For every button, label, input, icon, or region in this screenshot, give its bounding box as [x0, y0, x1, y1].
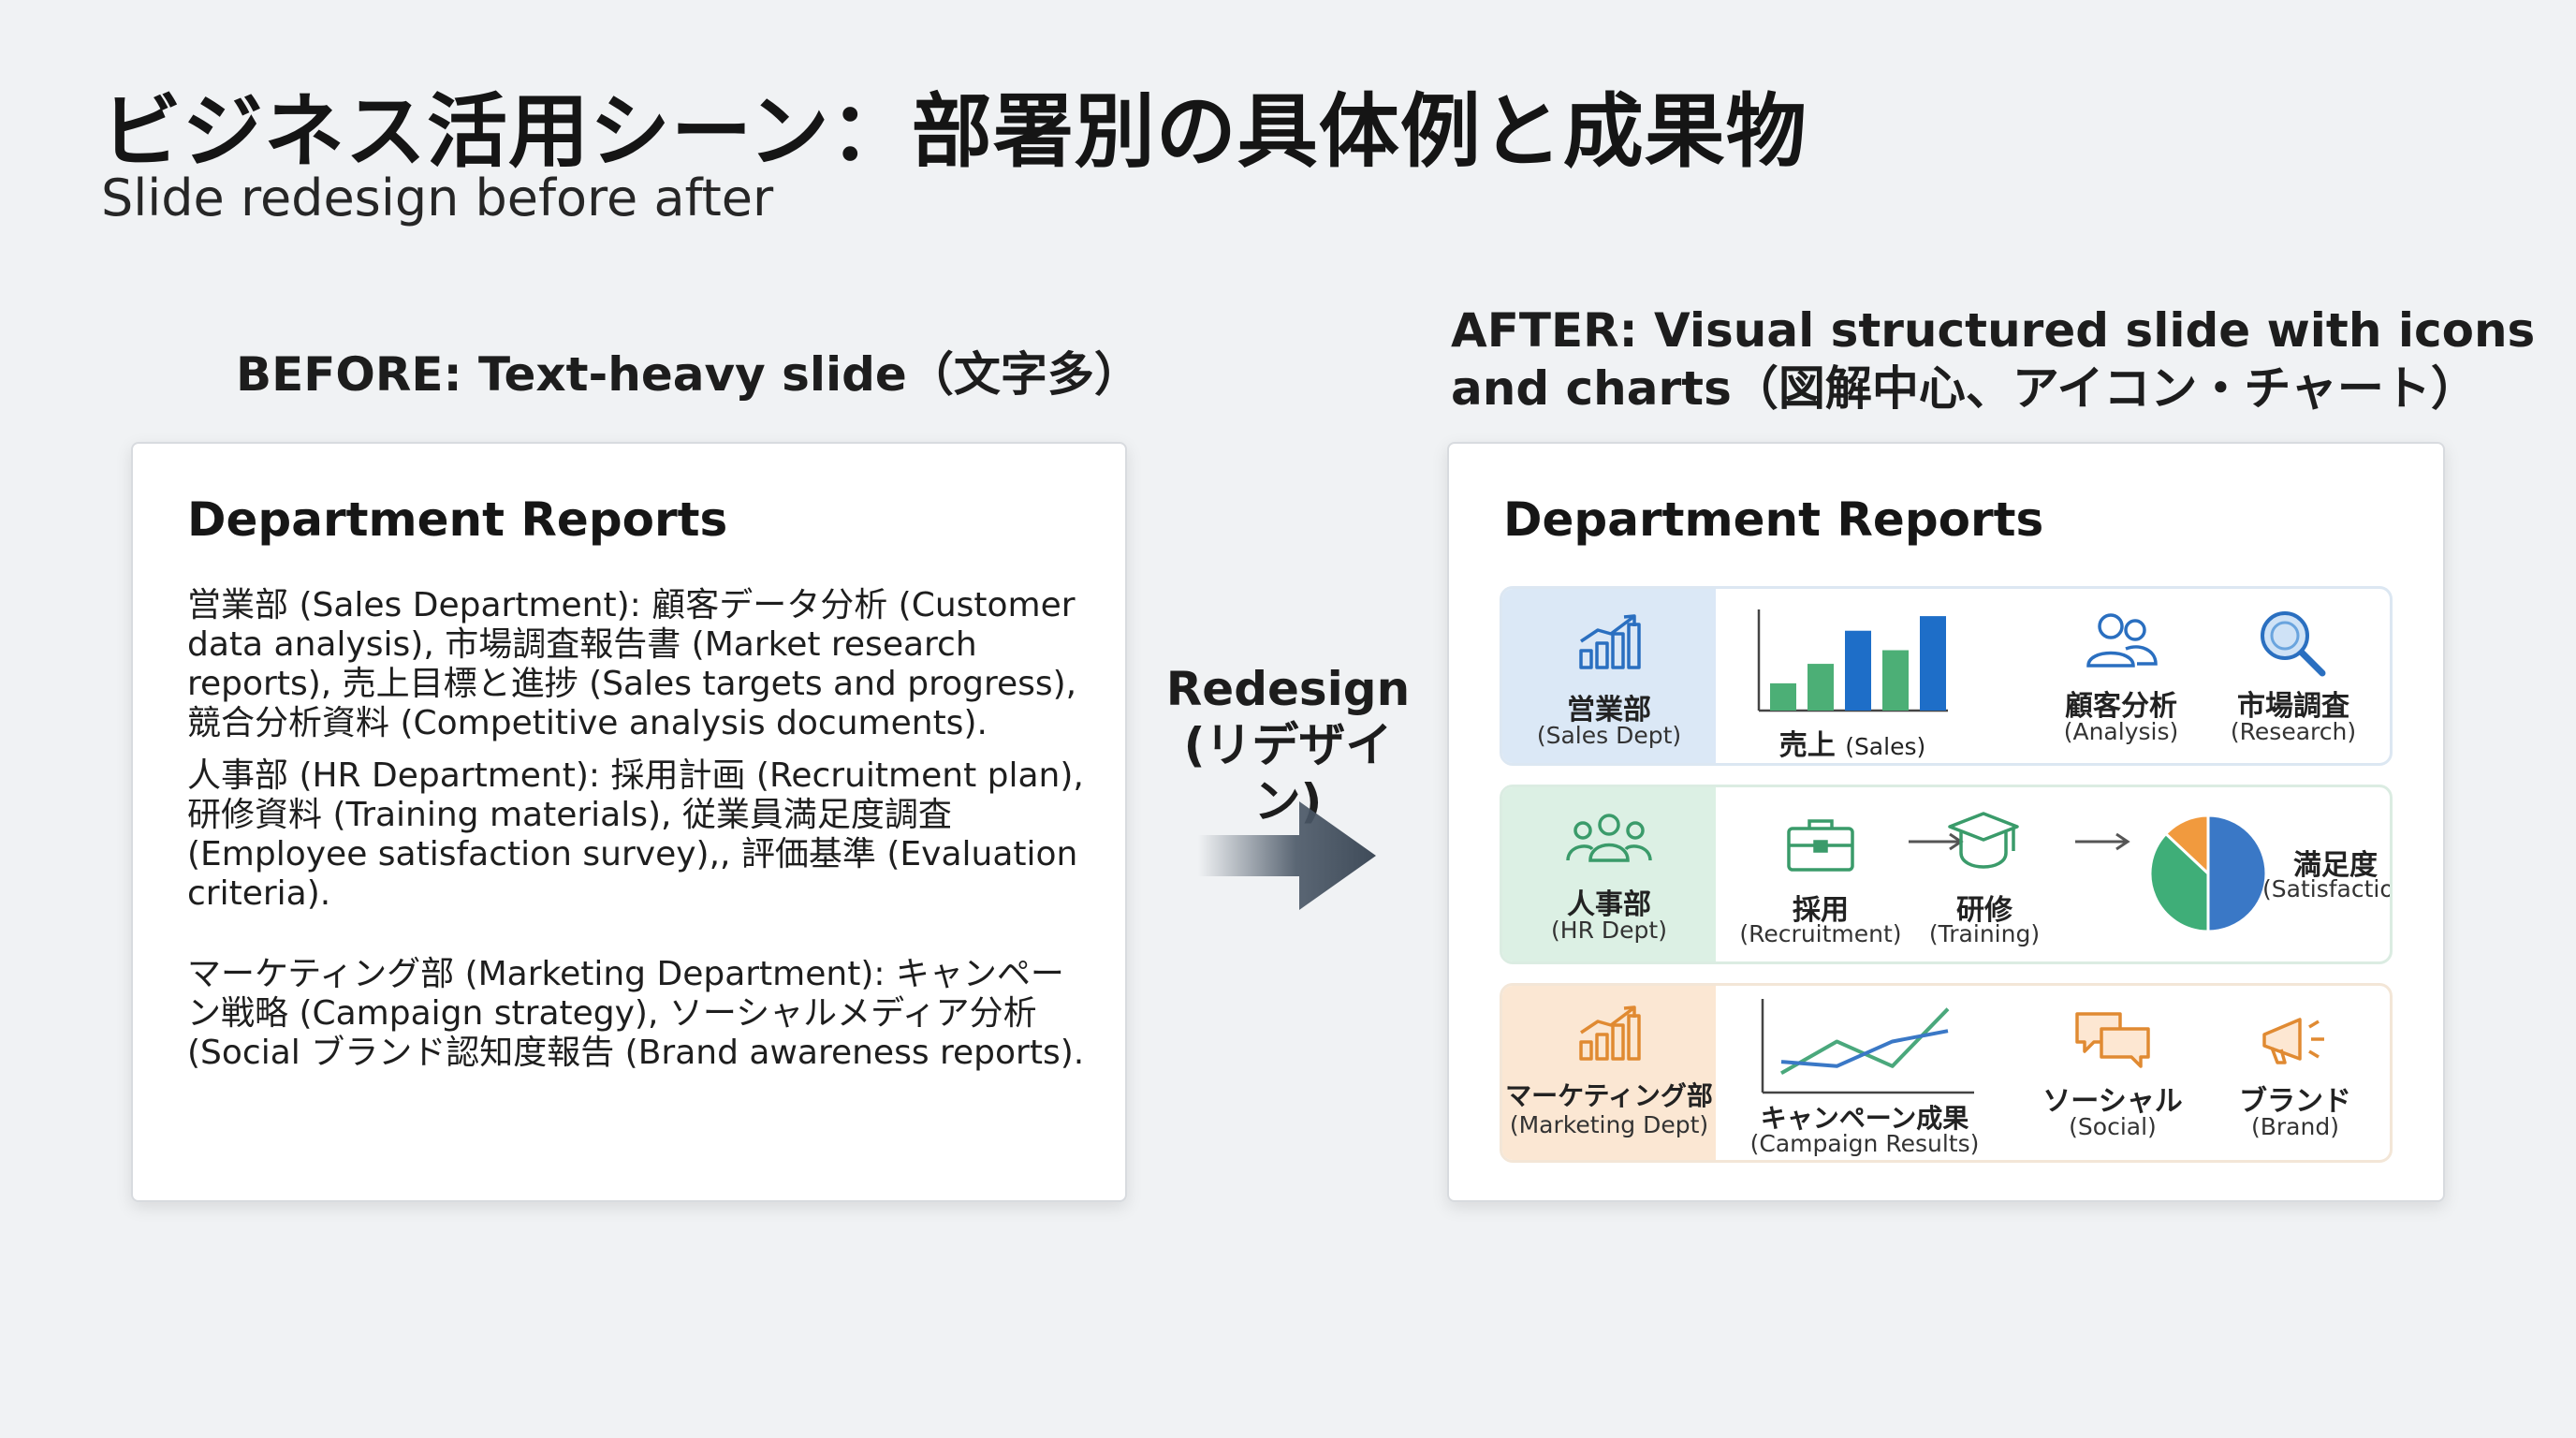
hr-item2-en: (Training): [1928, 920, 2041, 947]
hr-dept-en: (HR Dept): [1551, 917, 1667, 944]
marketing-item2-en: (Brand): [2251, 1113, 2339, 1140]
redesign-label: Redesign (リデザイン): [1157, 661, 1419, 829]
growth-chart-icon: [1579, 614, 1641, 669]
after-slide: Department Reports 営業部 (Sales Dept) 売上 (…: [1447, 442, 2445, 1202]
sales-chart-ja: 売上: [1778, 729, 1836, 762]
sales-dept-en: (Sales Dept): [1536, 722, 1682, 749]
sales-item2-en: (Research): [2230, 718, 2357, 745]
bar-4: [1882, 650, 1909, 711]
hr-item2-label: 研修: [1956, 894, 2012, 927]
after-label: AFTER: Visual structured slide with icon…: [1451, 303, 2536, 416]
arrow-right-icon: [2075, 832, 2130, 851]
right-arrow-icon: [1198, 801, 1376, 910]
bar-2: [1808, 664, 1834, 711]
sales-chart-en: (Sales): [1845, 733, 1926, 760]
redesign-label-ja: (リデザイン): [1183, 718, 1393, 829]
before-text-block: 営業部 (Sales Department): 顧客データ分析 (Custome…: [187, 586, 1086, 1073]
hr-row-header: 人事部 (HR Dept): [1502, 787, 1716, 961]
marketing-chart-label: キャンペーン成果: [1760, 1103, 1969, 1134]
hr-chart-en: (Satisfaction): [2262, 875, 2393, 902]
before-card-title: Department Reports: [187, 492, 728, 547]
megaphone-icon: [2262, 1018, 2324, 1064]
before-para-sales: 営業部 (Sales Department): 顧客データ分析 (Custome…: [187, 586, 1077, 742]
pie-slice-2: [2148, 831, 2210, 933]
marketing-dept-label: マーケティング部: [1505, 1080, 1713, 1111]
pie-slice-3: [2163, 814, 2210, 877]
growth-chart-icon: [1579, 1005, 1641, 1061]
marketing-item2-label: ブランド: [2239, 1085, 2351, 1118]
campaign-line-chart: [1761, 999, 1974, 1094]
hr-item1-en: (Recruitment): [1739, 920, 1902, 947]
briefcase-icon: [1787, 819, 1854, 872]
bar-5: [1920, 616, 1946, 711]
magnifier-icon: [2261, 611, 2326, 677]
bar-1: [1770, 682, 1796, 711]
marketing-row: マーケティング部 (Marketing Dept) キャンペーン成果 (Camp…: [1500, 983, 2393, 1163]
sales-item2-label: 市場調査: [2237, 690, 2349, 723]
redesign-label-en: Redesign: [1165, 662, 1411, 716]
marketing-item1-en: (Social): [2069, 1113, 2157, 1140]
sales-row-header: 営業部 (Sales Dept): [1502, 589, 1716, 763]
before-slide: Department Reports 営業部 (Sales Department…: [131, 442, 1127, 1202]
marketing-dept-en: (Marketing Dept): [1509, 1111, 1709, 1138]
bar-3: [1845, 630, 1871, 711]
hr-dept-label: 人事部: [1567, 888, 1651, 921]
users-icon: [2086, 613, 2158, 668]
before-label: BEFORE: Text-heavy slide（文字多）: [236, 347, 1141, 402]
marketing-chart-en: (Campaign Results): [1749, 1130, 1980, 1157]
after-card-title: Department Reports: [1503, 492, 2044, 547]
slide-title: ビジネス活用シーン：部署別の具体例と成果物: [101, 85, 1808, 179]
chat-bubbles-icon: [2075, 1012, 2150, 1068]
sales-bar-chart: [1757, 609, 1948, 712]
before-para-hr: 人事部 (HR Department): 採用計画 (Recruitment p…: [187, 756, 1084, 913]
satisfaction-pie-chart: [2148, 814, 2268, 933]
sales-dept-label: 営業部: [1567, 694, 1651, 726]
slide-subtitle: Slide redesign before after: [101, 169, 774, 227]
line-series-2: [1780, 1029, 1949, 1068]
hr-row: 人事部 (HR Dept) 採用 (Recruitment) 研修 (Train…: [1500, 785, 2393, 964]
sales-item1-en: (Analysis): [2063, 718, 2179, 745]
sales-row: 営業部 (Sales Dept) 売上 (Sales) 顧客分析 (Analys…: [1500, 586, 2393, 766]
pie-slice-1: [2206, 814, 2268, 933]
marketing-item1-label: ソーシャル: [2042, 1085, 2183, 1118]
sales-chart-label: 売上 (Sales): [1749, 722, 1955, 763]
graduation-cap-icon: [1948, 812, 2019, 869]
hr-chart-label: 満足度: [2293, 849, 2378, 882]
hr-item1-label: 採用: [1793, 894, 1849, 927]
sales-item1-label: 顧客分析: [2065, 690, 2177, 723]
before-para-marketing: マーケティング部 (Marketing Department): キャンペーン戦…: [187, 955, 1085, 1072]
team-icon: [1566, 814, 1652, 862]
marketing-row-header: マーケティング部 (Marketing Dept): [1502, 986, 1716, 1160]
